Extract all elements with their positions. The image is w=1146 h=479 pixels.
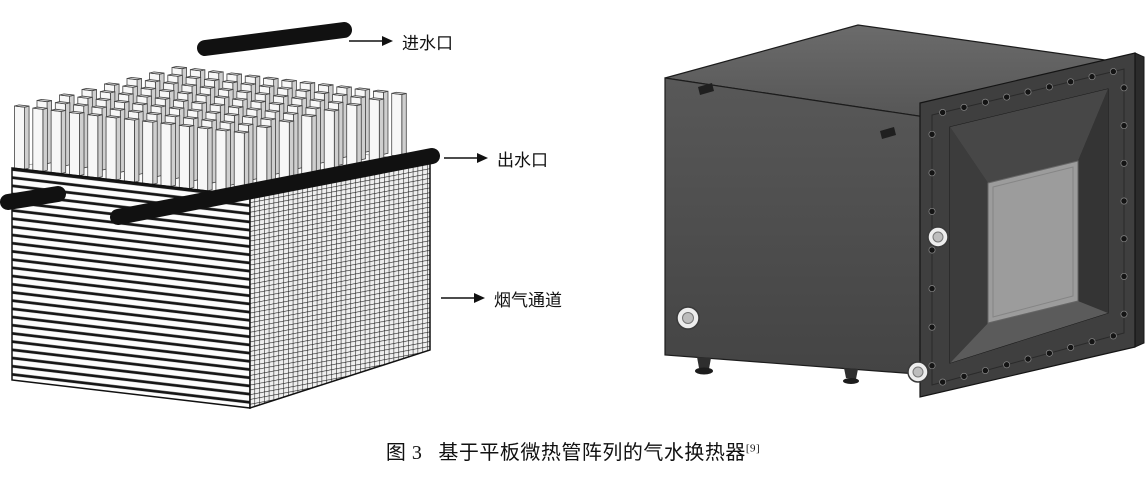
cad-render-svg: [664, 24, 1145, 398]
port-icon: [676, 306, 700, 330]
callout-water-outlet: 出水口: [444, 146, 548, 170]
fin-array: [14, 65, 407, 196]
callout-water-inlet: 进水口: [349, 29, 453, 53]
right-arrow-icon: [444, 153, 488, 163]
bolt-holes: [928, 68, 1128, 386]
leveling-foot: [843, 368, 859, 384]
callout-flue-gas-channel: 烟气通道: [441, 286, 562, 310]
schematic-panel: [0, 0, 560, 430]
figure-reference: [9]: [745, 442, 761, 455]
recess-bottom-wall: [950, 301, 1108, 363]
recess-left-wall: [950, 127, 988, 363]
port-icon: [927, 226, 949, 248]
water-outlet-pipe: [110, 148, 440, 225]
recess-right-wall: [1078, 89, 1108, 313]
flange-frame-line: [931, 68, 1125, 386]
flue-gas-channel-face: [249, 161, 431, 410]
water-inlet-pipe: [197, 22, 352, 56]
right-arrow-icon: [441, 293, 485, 303]
pipe-stub: [0, 186, 66, 210]
port-icon: [907, 361, 929, 383]
latch-icon: [880, 127, 896, 139]
figure-caption: 图 3 基于平板微热管阵列的气水换热器[9]: [0, 436, 1146, 465]
box-left-face: [664, 77, 933, 376]
duct-window: [987, 160, 1079, 324]
recess-top-wall: [950, 89, 1108, 183]
leveling-foot: [695, 357, 713, 375]
label-water-outlet: 出水口: [497, 150, 548, 170]
flange-edge: [1134, 52, 1145, 348]
figure-number: 图 3: [385, 442, 423, 464]
figure-title: 基于平板微热管阵列的气水换热器: [438, 442, 746, 464]
schematic-svg: [0, 22, 440, 410]
label-water-inlet: 进水口: [402, 33, 453, 53]
label-flue-gas-channel: 烟气通道: [494, 290, 562, 310]
duct-window-inner-line: [992, 166, 1074, 318]
right-arrow-icon: [349, 36, 393, 46]
latch-icon: [698, 83, 714, 95]
cad-render-panel: [600, 15, 1146, 445]
